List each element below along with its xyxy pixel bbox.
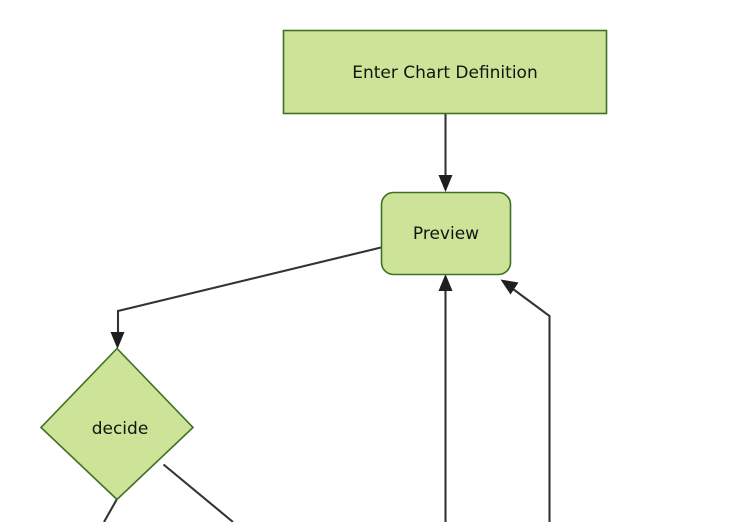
- node-label-decide: decide: [92, 419, 149, 439]
- node-shape-rectangle: [282, 29, 608, 115]
- node-shape-diamond: [39, 347, 195, 501]
- edge-inbound-center-to-preview: [438, 274, 453, 522]
- arrowhead-icon: [438, 175, 453, 192]
- arrowhead-icon: [438, 274, 453, 291]
- node-enter-chart-definition[interactable]: Enter Chart Definition: [282, 29, 608, 115]
- edge-line: [512, 288, 551, 522]
- edge-decide-to-offscreen-right: [162, 463, 234, 522]
- edge-line: [116, 246, 382, 334]
- edge-decide-to-offscreen-left: [103, 498, 118, 522]
- edge-inbound-right-to-preview: [500, 279, 551, 522]
- edge-enter-to-preview: [438, 114, 453, 192]
- arrowhead-icon: [110, 332, 125, 349]
- node-preview[interactable]: Preview: [380, 191, 512, 276]
- node-shape-rounded-rectangle: [380, 191, 512, 276]
- node-label-preview: Preview: [413, 224, 479, 244]
- edge-line: [103, 498, 118, 522]
- edge-preview-to-decide: [110, 246, 382, 349]
- edge-line: [162, 463, 234, 522]
- arrowhead-icon: [500, 279, 519, 295]
- node-label-enter-chart-definition: Enter Chart Definition: [352, 63, 537, 83]
- node-decide[interactable]: decide: [39, 347, 195, 501]
